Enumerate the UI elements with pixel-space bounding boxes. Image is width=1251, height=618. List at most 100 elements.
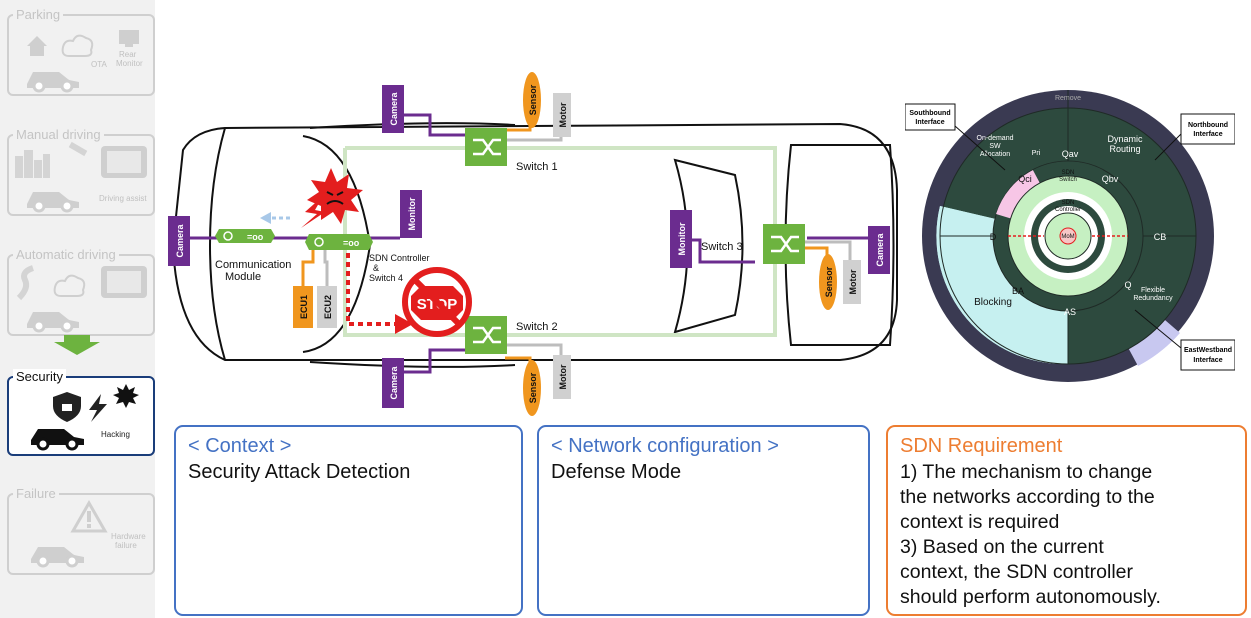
sdn-controller-switch-4: =oo SDN Controller & Switch 4 <box>305 234 430 283</box>
scenario-automatic-driving[interactable]: Automatic driving <box>7 247 155 336</box>
ring-core <box>922 90 1214 382</box>
svg-text:SW: SW <box>989 143 1001 150</box>
svg-text:Dynamic: Dynamic <box>1107 134 1143 144</box>
house-icon <box>27 36 47 56</box>
driving-assist-caption: Driving assist <box>99 194 147 203</box>
monitor-rear: Monitor <box>670 210 692 268</box>
svg-text:Camera: Camera <box>389 92 399 126</box>
motor-right: Motor <box>843 260 861 304</box>
requirement-line: 3) Based on the current <box>900 536 1104 558</box>
satellite-icon <box>68 141 88 157</box>
scenario-manual-driving[interactable]: Manual driving Driving assist <box>7 127 155 216</box>
svg-text:Qci: Qci <box>1018 174 1032 184</box>
network-config-panel: < Network configuration > Defense Mode <box>537 425 870 616</box>
scenario-title: Automatic driving <box>13 247 119 262</box>
network-config-heading: < Network configuration > <box>551 435 779 457</box>
scenario-failure[interactable]: Failure Hardware failure <box>7 486 155 575</box>
car-icon <box>27 312 79 333</box>
scenario-title: Failure <box>13 486 59 501</box>
svg-text:Routing: Routing <box>1109 144 1140 154</box>
shield-icon <box>53 392 81 422</box>
svg-text:SDN: SDN <box>1062 200 1075 206</box>
svg-text:Motor: Motor <box>558 102 568 127</box>
svg-text:Allocation: Allocation <box>980 151 1010 158</box>
sensor-top: Sensor <box>523 72 541 128</box>
scenario-title: Security <box>13 369 66 384</box>
road-icon <box>16 265 35 301</box>
svg-text:Switch 3: Switch 3 <box>701 241 743 253</box>
car-icon <box>27 192 79 213</box>
svg-text:Switch: Switch <box>1059 177 1077 183</box>
svg-text:Motor: Motor <box>848 269 858 294</box>
svg-text:Controller: Controller <box>1055 207 1081 213</box>
svg-text:Communication: Communication <box>215 259 291 271</box>
svg-text:Monitor: Monitor <box>677 222 687 255</box>
context-panel: < Context > Security Attack Detection <box>174 425 523 616</box>
rear-monitor-caption-1: Rear <box>119 50 137 59</box>
security-illustration <box>31 384 139 451</box>
attack-path-arrows <box>260 196 325 228</box>
svg-text:&: & <box>373 263 379 273</box>
sdn-ring-diagram: Remove On-demand SW Allocation Dynamic R… <box>905 90 1235 382</box>
svg-text:Camera: Camera <box>389 366 399 400</box>
svg-text:Qav: Qav <box>1062 149 1079 159</box>
cloud-icon <box>53 274 86 297</box>
motor-bottom: Motor <box>553 355 571 399</box>
eastwest-callout: EastWestband Interface <box>1134 309 1235 371</box>
ring-labels: Remove On-demand SW Allocation Dynamic R… <box>974 95 1173 317</box>
motor-top: Motor <box>553 93 571 137</box>
lightning-icon <box>89 394 107 422</box>
scenario-parking[interactable]: Parking OTA Rear Monitor <box>7 7 155 96</box>
svg-text:Interface: Interface <box>1193 357 1222 364</box>
svg-text:On-demand: On-demand <box>977 135 1014 142</box>
svg-text:D: D <box>990 232 997 242</box>
svg-text:EastWestband: EastWestband <box>1184 347 1232 354</box>
svg-text:Remove: Remove <box>1055 95 1081 102</box>
blocked-path <box>346 253 413 334</box>
car-icon <box>31 547 84 568</box>
hardware-failure-caption-1: Hardware <box>111 532 146 541</box>
svg-text:Sensor: Sensor <box>528 84 538 115</box>
scenario-sidebar: Parking OTA Rear Monitor Manual driving … <box>0 0 155 618</box>
screen-icon <box>101 266 147 298</box>
virus-icon <box>113 384 139 408</box>
svg-text:Pri: Pri <box>1032 150 1041 157</box>
sensor-right: Sensor <box>819 254 837 310</box>
svg-text:Blocking: Blocking <box>974 297 1012 308</box>
hacking-caption: Hacking <box>101 430 130 439</box>
requirement-line: the networks according to the <box>900 486 1155 508</box>
svg-text:Redundancy: Redundancy <box>1133 295 1173 302</box>
manual-driving-illustration <box>15 141 147 213</box>
ota-caption: OTA <box>91 60 107 69</box>
sdn-requirement-heading: SDN Requirement <box>900 435 1063 457</box>
car-icon <box>27 72 79 93</box>
svg-text:=oo: =oo <box>247 232 264 242</box>
requirement-line: 1) The mechanism to change <box>900 461 1153 483</box>
requirement-line: context, the SDN controller <box>900 561 1134 583</box>
switch-2: Switch 2 <box>465 316 558 354</box>
svg-text:Monitor: Monitor <box>407 197 417 230</box>
camera-left: Camera <box>168 216 190 266</box>
svg-text:Camera: Camera <box>875 233 885 267</box>
requirement-line: should perform autonomously. <box>900 586 1161 608</box>
svg-text:Module: Module <box>225 271 261 283</box>
svg-text:Qbv: Qbv <box>1102 174 1119 184</box>
stop-icon: STOP <box>402 267 472 337</box>
screen-icon <box>101 146 147 178</box>
svg-text:ECU2: ECU2 <box>323 295 333 319</box>
southbound-callout: Southbound Interface <box>905 103 1006 171</box>
svg-text:Sensor: Sensor <box>824 266 834 297</box>
scenario-title: Parking <box>13 7 64 22</box>
camera-top: Camera <box>382 85 404 133</box>
context-heading: < Context > <box>188 435 292 457</box>
hardware-failure-caption-2: failure <box>115 541 137 550</box>
ecu-2: ECU2 <box>317 286 337 328</box>
svg-text:Interface: Interface <box>915 119 944 126</box>
camera-right: Camera <box>868 226 890 274</box>
scenario-security[interactable]: Security Hacking <box>7 369 155 456</box>
scenario-title: Manual driving <box>13 127 104 142</box>
arrow-down-icon <box>54 342 100 355</box>
monitor-front: Monitor <box>400 190 422 238</box>
svg-text:=oo: =oo <box>343 238 360 248</box>
svg-text:BA: BA <box>1012 286 1024 296</box>
